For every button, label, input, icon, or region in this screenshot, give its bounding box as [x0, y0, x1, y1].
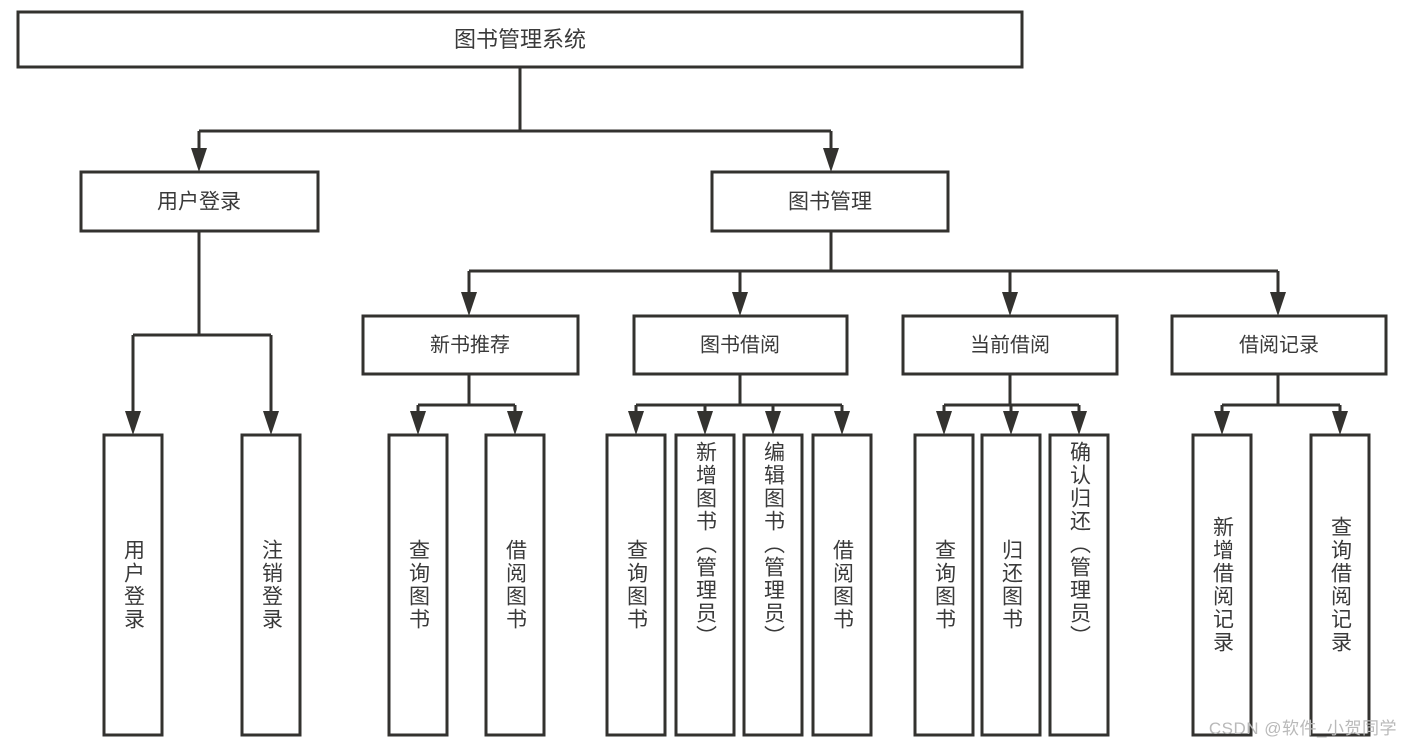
- leaf-add-book-box[interactable]: [674, 433, 736, 737]
- arrow-head-new-book-recommend: [461, 292, 477, 316]
- arrow-head-leaf-logout-login: [263, 411, 279, 435]
- arrow-head-leaf-add-record: [1214, 411, 1230, 435]
- arrow-head-book-management: [823, 148, 839, 172]
- node-current-borrow[interactable]: 当前借阅: [901, 314, 1119, 376]
- arrow-head-current-borrow: [1002, 292, 1018, 316]
- arrow-head-book-borrow: [732, 292, 748, 316]
- arrow-head-leaf-edit-book: [765, 411, 781, 435]
- arrow-head-leaf-user-login: [125, 411, 141, 435]
- arrow-head-borrow-record: [1270, 292, 1286, 316]
- node-root[interactable]: 图书管理系统: [16, 10, 1024, 69]
- leaf-borrow-book-2-box[interactable]: [811, 433, 873, 737]
- leaf-borrow-book-1-box[interactable]: [484, 433, 546, 737]
- node-book-borrow-box[interactable]: [632, 314, 849, 376]
- node-borrow-record-label: 借阅记录: [1239, 333, 1319, 356]
- leaf-query-book-3-box[interactable]: [913, 433, 975, 737]
- node-new-book-recommend-label: 新书推荐: [430, 333, 510, 356]
- node-book-borrow[interactable]: 图书借阅: [632, 314, 849, 376]
- arrow-head-leaf-return-book: [1003, 411, 1019, 435]
- node-new-book-recommend-box[interactable]: [361, 314, 580, 376]
- leaf-confirm-return-box[interactable]: [1048, 433, 1110, 737]
- arrow-head-leaf-confirm-return: [1071, 411, 1087, 435]
- leaf-box-layer: [102, 433, 1371, 737]
- node-book-management-box[interactable]: [710, 170, 950, 233]
- node-user-login[interactable]: 用户登录: [79, 170, 320, 233]
- leaf-query-book-2-box[interactable]: [605, 433, 667, 737]
- arrow-head-leaf-add-book: [697, 411, 713, 435]
- arrow-head-user-login: [191, 148, 207, 172]
- leaf-logout-login-box[interactable]: [240, 433, 302, 737]
- arrow-head-leaf-borrow-book-2: [834, 411, 850, 435]
- node-new-book-recommend[interactable]: 新书推荐: [361, 314, 580, 376]
- node-current-borrow-label: 当前借阅: [970, 333, 1050, 356]
- arrow-head-leaf-query-record: [1332, 411, 1348, 435]
- node-borrow-record-box[interactable]: [1170, 314, 1388, 376]
- node-root-label: 图书管理系统: [454, 27, 586, 52]
- leaf-user-login-box[interactable]: [102, 433, 164, 737]
- node-user-login-box[interactable]: [79, 170, 320, 233]
- node-book-management[interactable]: 图书管理: [710, 170, 950, 233]
- leaf-return-book-box[interactable]: [980, 433, 1042, 737]
- leaf-edit-book-box[interactable]: [742, 433, 804, 737]
- node-book-management-label: 图书管理: [788, 191, 872, 214]
- arrow-head-leaf-query-book-3: [936, 411, 952, 435]
- arrow-head-leaf-query-book-1: [410, 411, 426, 435]
- connector-layer: [125, 67, 1348, 435]
- node-root-box[interactable]: [16, 10, 1024, 69]
- arrow-head-leaf-query-book-2: [628, 411, 644, 435]
- node-borrow-record[interactable]: 借阅记录: [1170, 314, 1388, 376]
- leaf-add-record-box[interactable]: [1191, 433, 1253, 737]
- node-book-borrow-label: 图书借阅: [700, 333, 780, 356]
- leaf-query-book-1-box[interactable]: [387, 433, 449, 737]
- node-current-borrow-box[interactable]: [901, 314, 1119, 376]
- leaf-query-record-box[interactable]: [1309, 433, 1371, 737]
- arrow-head-leaf-borrow-book-1: [507, 411, 523, 435]
- node-user-login-label: 用户登录: [157, 191, 241, 214]
